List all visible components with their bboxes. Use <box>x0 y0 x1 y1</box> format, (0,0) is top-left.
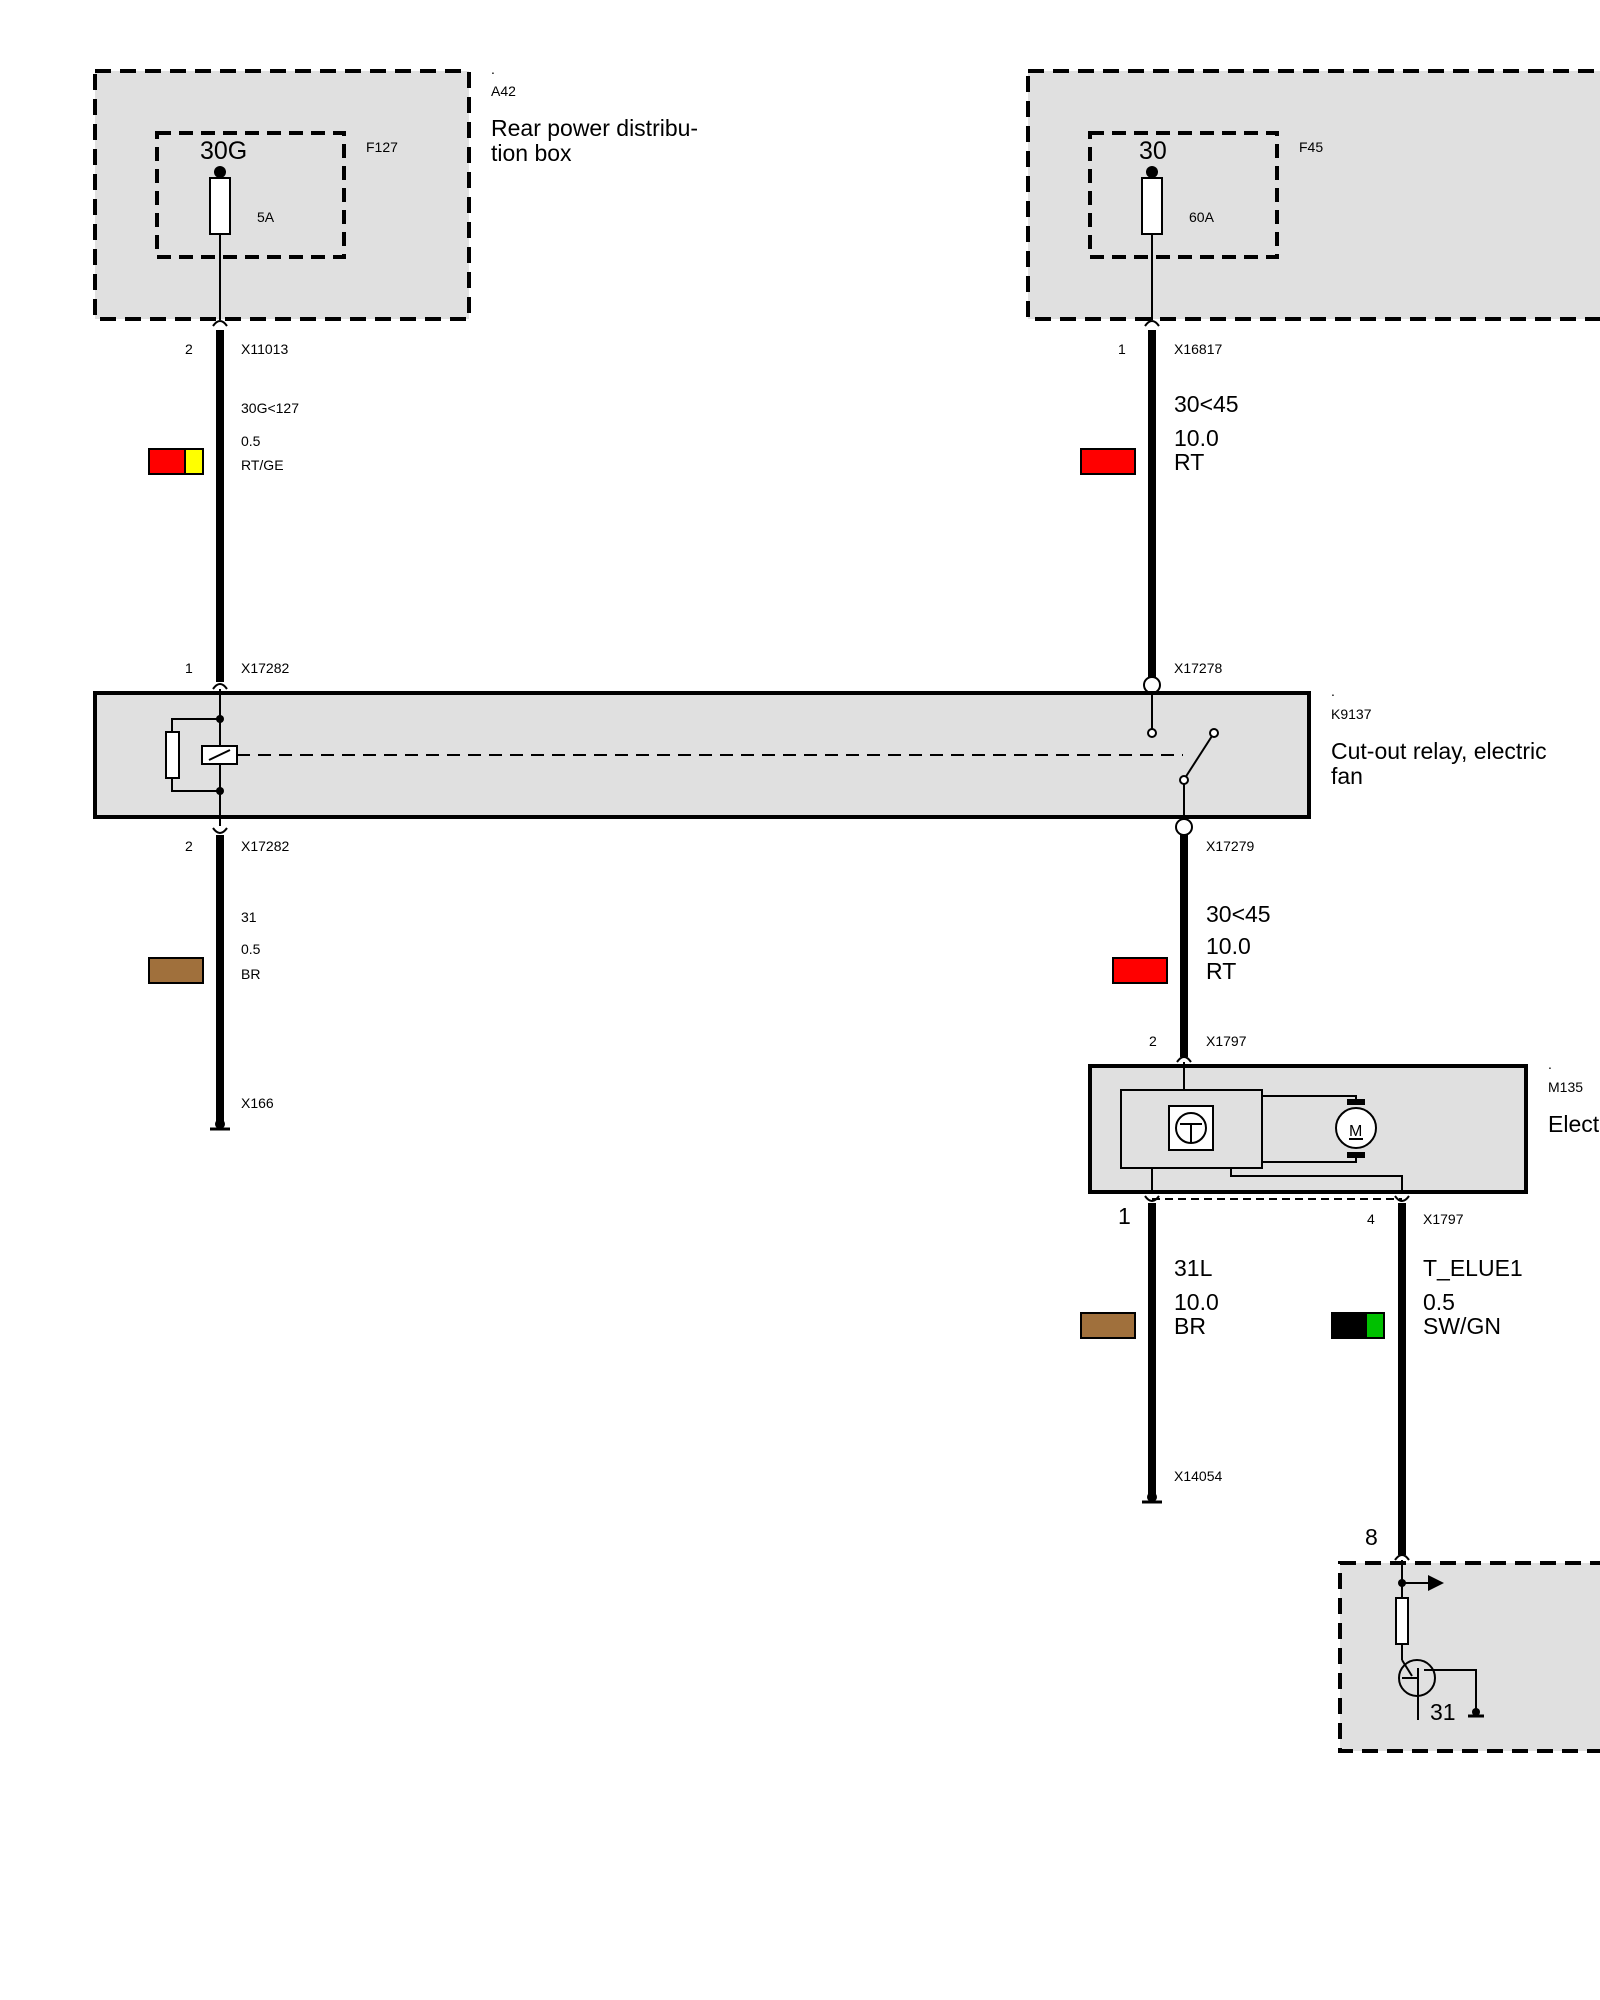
motor-pin: 2 <box>1149 1033 1157 1049</box>
control-unit-housing <box>1338 1561 1600 1753</box>
wire1-cross-section: 0.5 <box>241 433 261 449</box>
ground-x166-icon <box>215 1119 225 1129</box>
f127-id: F127 <box>366 139 398 155</box>
wire-31l-motor-ground: 1 31L 10.0 BR X14054 <box>1080 1195 1222 1504</box>
component-a42: . A42 Rear power distribu- tion box F127… <box>93 61 698 321</box>
wire-30-45-top: 1 X16817 30<45 10.0 RT X17278 <box>1080 320 1239 694</box>
wire4-color-swatch <box>1112 957 1168 984</box>
control-ground-icon <box>1472 1708 1480 1716</box>
wire-30g-127: 2 X11013 30G<127 0.5 RT/GE 1 X17282 <box>148 320 299 682</box>
wire6-cross-section: 0.5 <box>1423 1289 1455 1315</box>
wire5-pin-top: 1 <box>1118 1203 1131 1229</box>
component-control-unit: 8 31 <box>1338 1524 1600 1753</box>
relay-left-top-conn: X17282 <box>241 660 289 676</box>
f45-id: F45 <box>1299 139 1323 155</box>
f45-fuse-holder <box>1088 131 1279 259</box>
wire3-ground-connector: X166 <box>241 1095 274 1111</box>
motor-connector: X1797 <box>1206 1033 1247 1049</box>
f127-fuse-holder <box>155 131 346 259</box>
component-k9137-relay: . K9137 Cut-out relay, electric fan <box>93 683 1547 826</box>
wire4-signal: 30<45 <box>1206 901 1271 927</box>
relay-switch-contact <box>1184 735 1213 779</box>
wire6-color-swatch-green <box>1365 1312 1385 1339</box>
wire6-signal: T_ELUE1 <box>1423 1255 1523 1281</box>
ground-x14054-icon <box>1147 1492 1157 1502</box>
m135-dot: . <box>1548 1056 1552 1072</box>
m135-id: M135 <box>1548 1079 1583 1095</box>
wire1-color-code: RT/GE <box>241 457 284 473</box>
wire3-color-code: BR <box>241 966 260 982</box>
motor-symbol: M <box>1349 1123 1362 1140</box>
component-m135-fan: M . M135 Elect <box>1088 1056 1600 1200</box>
relay-right-top-conn: X17278 <box>1174 660 1222 676</box>
wire3-pin-top: 2 <box>185 838 193 854</box>
wire3-color-swatch <box>148 957 204 984</box>
k9137-dot: . <box>1331 683 1335 699</box>
a42-dot: . <box>491 61 495 77</box>
relay-left-top-pin: 1 <box>185 660 193 676</box>
wire5-cross-section: 10.0 <box>1174 1289 1219 1315</box>
wire2-connector-top: X16817 <box>1174 341 1222 357</box>
k9137-id: K9137 <box>1331 706 1372 722</box>
wire6-pin-top: 4 <box>1367 1211 1375 1227</box>
wire-30-45-bottom: X17279 30<45 10.0 RT 2 X1797 <box>1112 818 1271 1063</box>
wire6-color-code: SW/GN <box>1423 1313 1501 1339</box>
wire-t-elue1: 4 X1797 T_ELUE1 0.5 SW/GN <box>1331 1195 1523 1555</box>
wire2-signal: 30<45 <box>1174 391 1239 417</box>
wire6-connector-top: X1797 <box>1423 1211 1464 1227</box>
control-ground-label: 31 <box>1430 1699 1456 1725</box>
wire1-signal: 30G<127 <box>241 400 299 416</box>
wire5-color-code: BR <box>1174 1313 1206 1339</box>
wire3-cross-section: 0.5 <box>241 941 261 957</box>
f127-terminal: 30G <box>200 137 247 165</box>
f45-rating: 60A <box>1189 209 1215 225</box>
m135-name: Elect <box>1548 1111 1600 1137</box>
wire-31-relay-ground: 2 X17282 31 0.5 BR X166 <box>148 827 289 1131</box>
component-f45-box: F45 30 60A <box>1026 69 1600 321</box>
wire2-cross-section: 10.0 <box>1174 425 1219 451</box>
wire5-signal: 31L <box>1174 1255 1213 1281</box>
wire3-connector-top: X17282 <box>241 838 289 854</box>
a42-housing <box>93 69 471 321</box>
f45-terminal: 30 <box>1139 137 1167 165</box>
signal-arrow-icon <box>1428 1575 1444 1591</box>
k9137-name-line1: Cut-out relay, electric <box>1331 738 1547 764</box>
f127-rating: 5A <box>257 209 275 225</box>
motor-icon <box>1335 1107 1377 1149</box>
wire5-color-swatch <box>1080 1312 1136 1339</box>
f45-fuse-icon <box>1141 177 1163 235</box>
relay-resistor-icon <box>165 731 180 779</box>
wire1-pin-top: 2 <box>185 341 193 357</box>
a42-name-line1: Rear power distribu- <box>491 115 698 141</box>
wire6-color-swatch-black <box>1331 1312 1369 1339</box>
a42-id: A42 <box>491 83 516 99</box>
f45-housing <box>1026 69 1600 321</box>
control-resistor-icon <box>1395 1597 1409 1645</box>
wire4-connector-top: X17279 <box>1206 838 1254 854</box>
k9137-name-line2: fan <box>1331 763 1363 789</box>
a42-name-line2: tion box <box>491 140 572 166</box>
control-unit-pin: 8 <box>1365 1524 1378 1550</box>
wire1-connector-top: X11013 <box>241 341 288 357</box>
wire4-cross-section: 10.0 <box>1206 933 1251 959</box>
wire2-pin-top: 1 <box>1118 341 1126 357</box>
wire2-color-swatch <box>1080 448 1136 475</box>
wire1-color-swatch-red <box>148 448 188 475</box>
wire2-color-code: RT <box>1174 449 1204 475</box>
wire1-color-swatch-yellow <box>184 448 204 475</box>
wire3-signal: 31 <box>241 909 257 925</box>
wire5-ground-connector: X14054 <box>1174 1468 1222 1484</box>
f127-fuse-icon <box>209 177 231 235</box>
wire4-color-code: RT <box>1206 958 1236 984</box>
